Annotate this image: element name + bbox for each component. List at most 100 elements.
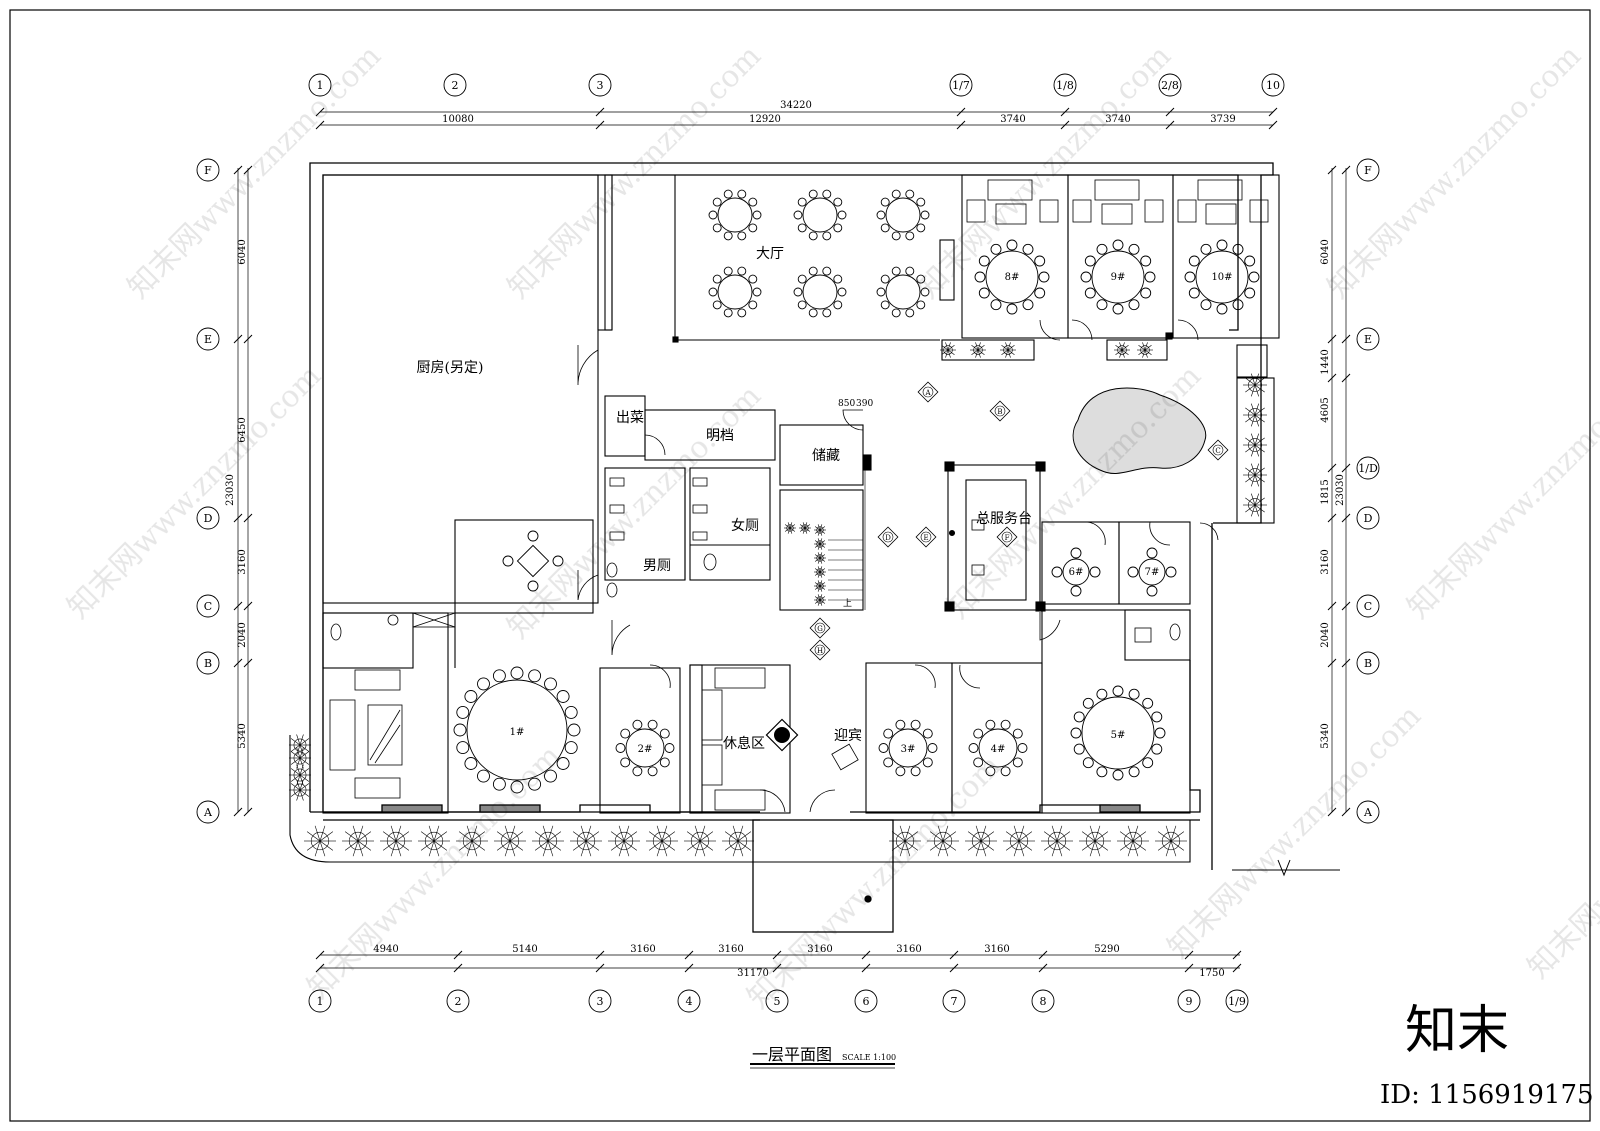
axis-left-bubble-label: E <box>204 333 212 346</box>
chair <box>837 287 847 297</box>
axis-right-bubble <box>1356 594 1380 618</box>
table-top <box>466 679 568 781</box>
chair <box>748 300 758 310</box>
dim-bottom: 3160 <box>807 944 832 955</box>
plant <box>1114 342 1130 358</box>
axis-right-bubble-label: B <box>1364 657 1372 670</box>
furniture <box>329 179 1269 811</box>
chair <box>737 189 747 199</box>
chair <box>527 580 539 592</box>
plant <box>814 538 826 550</box>
chair <box>1022 299 1034 311</box>
chair <box>737 308 747 318</box>
chair <box>752 210 762 220</box>
axis-bottom-bubble-label: 5 <box>774 995 781 1008</box>
chair <box>973 757 984 768</box>
plant <box>814 566 826 578</box>
dim-right: 2040 <box>1320 622 1331 647</box>
dim-left: 3160 <box>237 549 248 574</box>
axis-right-bubble-label: A <box>1363 806 1373 819</box>
table-top <box>888 728 928 768</box>
chair <box>723 189 733 199</box>
dimension-lines <box>237 111 1347 969</box>
axis-top-bubble <box>1158 73 1182 97</box>
chair <box>891 266 901 276</box>
room-10: 10# <box>1211 272 1232 283</box>
chair <box>974 271 986 283</box>
chair <box>1142 697 1154 709</box>
chair <box>1000 766 1011 777</box>
chair <box>880 223 890 233</box>
plant <box>1117 825 1149 857</box>
dim-top: 3739 <box>1210 114 1235 125</box>
dim-left: 6040 <box>237 239 248 264</box>
stair-up: 上 <box>843 598 852 609</box>
table-top <box>978 728 1018 768</box>
planters <box>289 342 1267 863</box>
chair <box>808 231 818 241</box>
chair <box>808 189 818 199</box>
table-top <box>1062 558 1090 586</box>
table-top <box>516 544 550 578</box>
axis-left-bubble-label: C <box>204 600 212 613</box>
room-5: 5# <box>1111 730 1126 741</box>
chair <box>1073 711 1085 723</box>
room-9: 9# <box>1111 272 1126 283</box>
axis-right-bubble-label: E <box>1364 333 1372 346</box>
chair <box>905 266 915 276</box>
chair <box>876 210 886 220</box>
drawing-title: 一层平面图 SCALE 1:100 <box>750 1045 896 1069</box>
chair <box>880 300 890 310</box>
plant <box>289 764 311 786</box>
axis-bottom-bubble-label: 1/9 <box>1228 995 1246 1008</box>
table-top <box>802 274 838 310</box>
chair <box>1112 303 1124 315</box>
room-lounge: 休息区 <box>723 735 765 752</box>
dim-left: 2040 <box>237 622 248 647</box>
plant <box>289 747 311 769</box>
axis-bottom-bubble <box>1031 989 1055 1013</box>
chair <box>567 723 581 737</box>
marker <box>996 526 1018 548</box>
chair <box>1096 299 1108 311</box>
chair <box>822 231 832 241</box>
chair <box>712 223 722 233</box>
axis-left-bubble-label: D <box>204 512 213 525</box>
chair <box>891 231 901 241</box>
room-open-booth: 明档 <box>706 428 734 444</box>
plant <box>456 825 488 857</box>
axis-left-bubble-label: F <box>204 164 212 177</box>
chair <box>910 719 921 730</box>
chair <box>1017 743 1028 753</box>
watermark-text: 知末网www.znzmo.com <box>941 359 1208 626</box>
chair <box>464 690 478 703</box>
room-men-wc: 男厕 <box>643 558 671 574</box>
chair <box>528 669 542 683</box>
chair <box>1128 766 1140 778</box>
watermark-text: 知末网www.znzmo.com <box>1521 719 1600 986</box>
chair <box>833 197 843 207</box>
chair <box>1128 688 1140 700</box>
chair <box>1000 719 1011 730</box>
chair <box>1006 303 1018 315</box>
dim-top: 12920 <box>749 114 781 125</box>
chair <box>1127 566 1139 578</box>
dim-stair: 850 <box>838 399 855 409</box>
axis-left-bubble <box>196 327 220 351</box>
chair <box>456 705 470 719</box>
chair <box>748 223 758 233</box>
axis-bottom-bubble <box>765 989 789 1013</box>
chair <box>737 266 747 276</box>
chair <box>1244 255 1256 267</box>
chair <box>664 743 675 753</box>
axis-left-bubble <box>196 158 220 182</box>
plant <box>289 734 311 756</box>
plant <box>889 825 921 857</box>
bottom-dimensions: 4940 5140 3160 3160 3160 3160 3160 5290 … <box>373 944 1224 979</box>
dining-tables <box>453 189 1260 794</box>
chair <box>1165 566 1177 578</box>
dim-bottom-extra: 1750 <box>1199 968 1224 979</box>
chair <box>453 723 467 737</box>
